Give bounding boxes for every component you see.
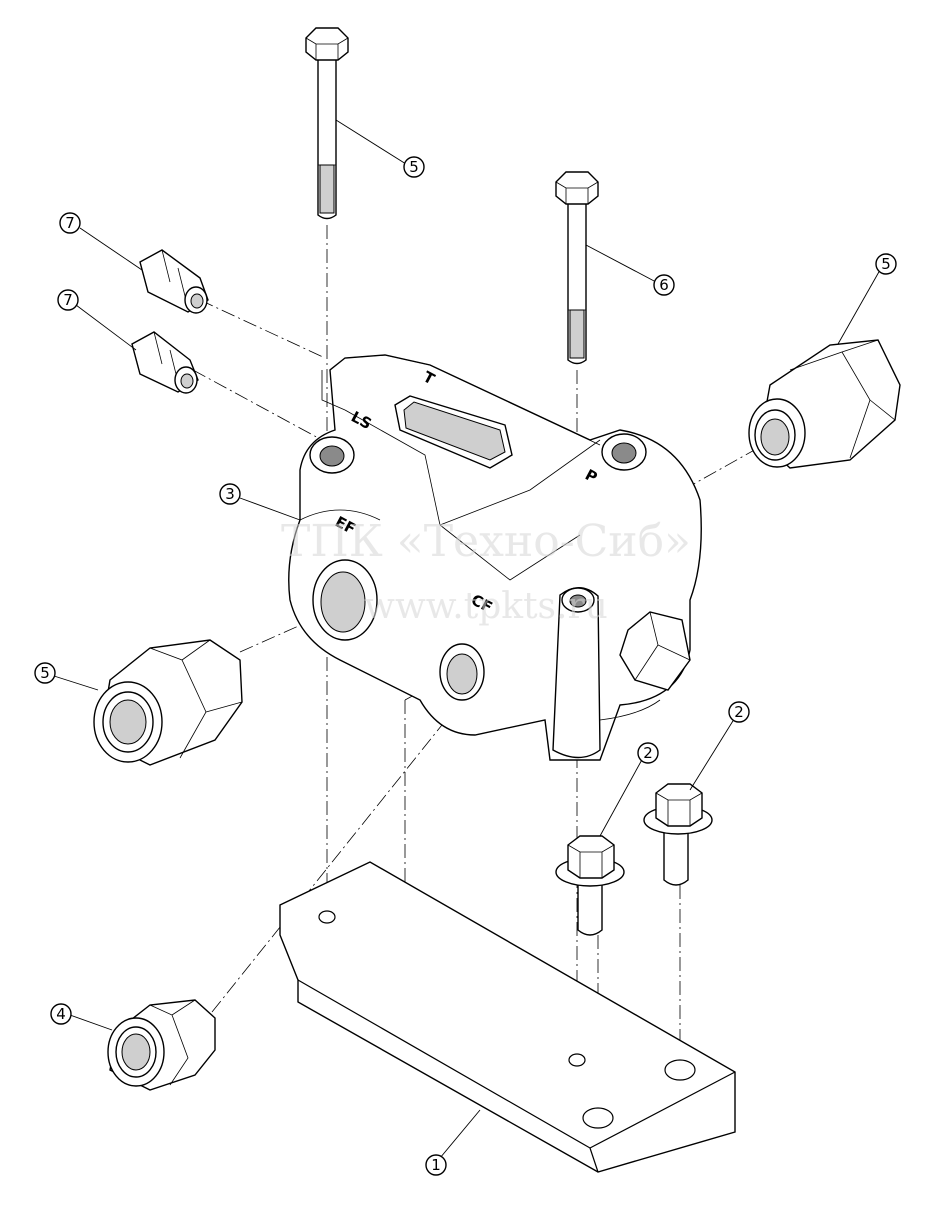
callouts: 5 6 7 7 5 3 5 4 <box>34 156 897 1176</box>
callout-7-upper: 7 <box>59 212 81 234</box>
callout-4: 4 <box>50 1003 72 1025</box>
callout-1: 1 <box>425 1154 447 1176</box>
small-fitting-upper <box>139 249 209 314</box>
flange-bolt-right <box>643 783 713 886</box>
valve-body <box>288 354 702 761</box>
callout-6-upper-label: 5 <box>409 158 419 176</box>
callout-2-right-label: 2 <box>734 703 744 721</box>
callout-5-left-label: 5 <box>40 664 50 682</box>
fitting-four <box>107 999 216 1091</box>
small-fitting-lower <box>131 331 199 394</box>
base-plate <box>279 861 736 1173</box>
callout-1-label: 1 <box>431 1156 441 1174</box>
callout-5-left: 5 <box>34 662 56 684</box>
leader-lines <box>53 119 881 1159</box>
callout-5-right-label: 5 <box>881 255 891 273</box>
callout-6-upper: 5 <box>403 156 425 178</box>
watermark-company: ТПК «Техно-Сиб» <box>281 516 691 567</box>
callout-7-lower: 7 <box>57 289 79 311</box>
callout-4-label: 4 <box>56 1005 66 1023</box>
long-bolt-left <box>305 27 349 220</box>
watermark-url: www.tpkts.ru <box>364 586 608 627</box>
callout-2-left: 2 <box>637 742 659 764</box>
callout-7-lower-label: 7 <box>63 291 73 309</box>
callout-3-label: 3 <box>225 485 235 503</box>
callout-3: 3 <box>219 483 241 505</box>
callout-2-left-label: 2 <box>643 744 653 762</box>
callout-6-lower-label: 6 <box>659 276 669 294</box>
watermark: ТПК «Техно-Сиб» www.tpkts.ru <box>281 516 691 627</box>
long-bolt-right <box>555 171 599 365</box>
large-fitting-right <box>748 339 901 469</box>
flange-bolt-left <box>555 835 625 936</box>
large-fitting-left <box>93 639 243 766</box>
callout-2-right: 2 <box>728 701 750 723</box>
callout-6-lower: 6 <box>653 274 675 296</box>
callout-5-right: 5 <box>875 253 897 275</box>
callout-7-upper-label: 7 <box>65 214 75 232</box>
